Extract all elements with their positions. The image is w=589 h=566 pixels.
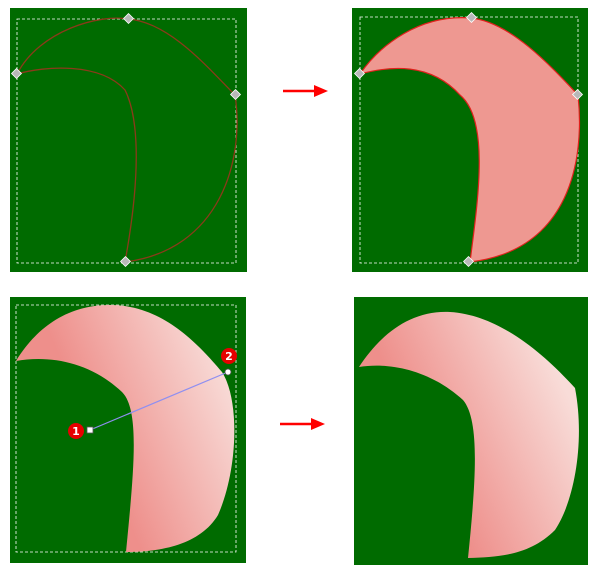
node-handles[interactable] xyxy=(10,12,242,268)
svg-text:2: 2 xyxy=(225,350,233,363)
step-outline-panel xyxy=(10,8,247,272)
right-arrow-icon xyxy=(280,418,325,430)
canvas-background xyxy=(10,8,247,272)
node-handle-right[interactable] xyxy=(571,88,584,101)
node-handle-top[interactable] xyxy=(465,11,478,24)
right-arrow-icon xyxy=(283,85,328,97)
svg-text:1: 1 xyxy=(72,425,80,438)
step-gradient-edit-panel: 1 2 xyxy=(10,297,246,563)
node-handle-bottom[interactable] xyxy=(462,255,475,268)
gradient-filled-shape[interactable] xyxy=(359,311,579,558)
node-handle-top[interactable] xyxy=(122,12,135,25)
node-handle-right[interactable] xyxy=(229,88,242,101)
gradient-shape[interactable] xyxy=(16,305,235,552)
step-filled-panel xyxy=(352,8,588,272)
node-handle-left[interactable] xyxy=(10,67,23,80)
gradient-start-handle[interactable] xyxy=(86,426,94,434)
node-handles[interactable] xyxy=(353,11,584,268)
gradient-marker-2: 2 xyxy=(221,348,237,364)
gradient-end-handle[interactable] xyxy=(224,368,232,376)
gradient-marker-1: 1 xyxy=(68,423,84,439)
node-handle-left[interactable] xyxy=(353,67,366,80)
step-gradient-result-panel xyxy=(354,297,588,565)
gradient-vector-line[interactable] xyxy=(89,371,229,431)
node-handle-bottom[interactable] xyxy=(119,255,132,268)
